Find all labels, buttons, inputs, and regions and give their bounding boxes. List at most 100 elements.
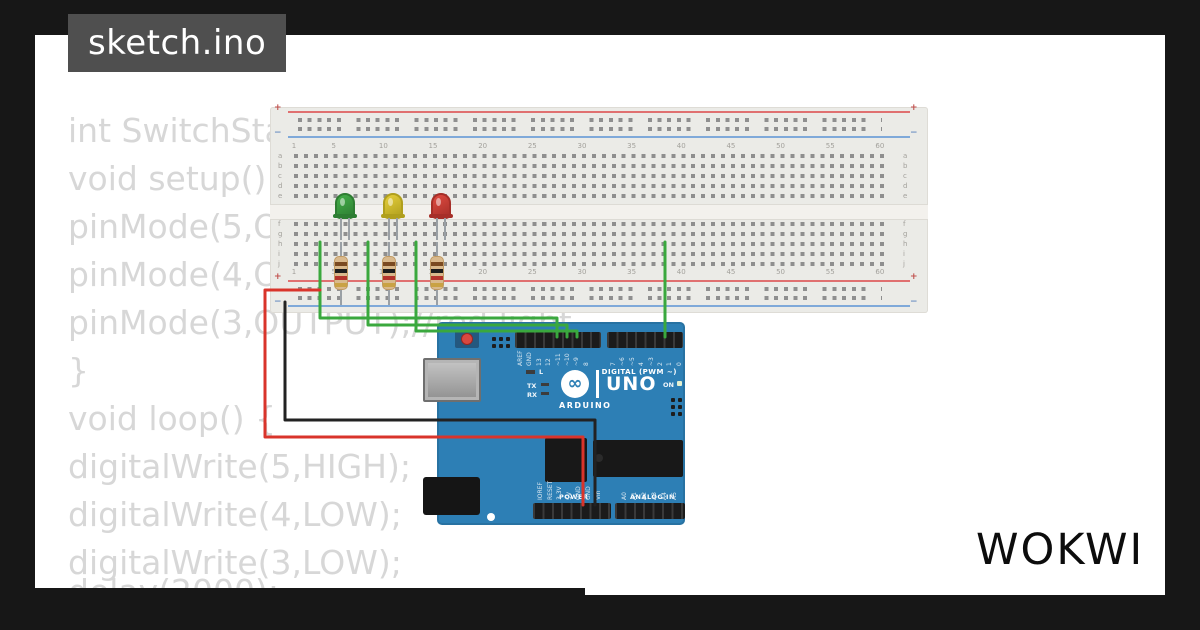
breadboard-rail-holes xyxy=(298,118,882,122)
icsp-pin xyxy=(678,412,682,416)
resistor-band xyxy=(431,276,443,280)
led-green[interactable] xyxy=(333,193,357,240)
breadboard-row-label: i xyxy=(903,250,905,258)
reset-button-cap xyxy=(461,333,473,345)
breadboard-row-label: h xyxy=(903,240,908,248)
led-red[interactable] xyxy=(429,193,453,240)
breadboard-row-label: c xyxy=(278,172,282,180)
led-leg xyxy=(444,217,446,240)
rail-minus-sign: − xyxy=(274,297,282,307)
resistor-lead xyxy=(388,242,390,257)
icsp-pin xyxy=(671,405,675,409)
code-line: digitalWrite(4,LOW); xyxy=(68,495,402,534)
resistor-3[interactable] xyxy=(430,242,444,305)
resistor-1[interactable] xyxy=(334,242,348,305)
analog-header-label: ANALOG IN xyxy=(630,493,675,501)
logo-divider xyxy=(596,370,599,398)
breadboard-column-label: 30 xyxy=(577,268,587,276)
ic-chip-small xyxy=(545,438,587,482)
breadboard-column-label: 40 xyxy=(676,268,686,276)
rail-minus-sign: − xyxy=(910,128,918,138)
resistor-lead xyxy=(436,242,438,257)
breadboard-column-label: 50 xyxy=(776,142,786,150)
resistor-lead xyxy=(340,290,342,305)
breadboard-column-label: 20 xyxy=(478,268,488,276)
breadboard-holes-row xyxy=(294,174,887,178)
usb-connector xyxy=(423,358,481,402)
wire-green-led-signal[interactable] xyxy=(318,240,559,339)
breadboard-column-label: 1 xyxy=(291,142,297,150)
analog-header[interactable] xyxy=(615,503,685,519)
breadboard-holes-row xyxy=(294,164,887,168)
resistor-band xyxy=(335,276,347,280)
atmega-chip xyxy=(593,440,683,477)
breadboard-column-label: 45 xyxy=(726,142,736,150)
icsp-pin xyxy=(506,337,510,341)
resistor-band xyxy=(383,283,395,287)
breadboard-row-label: g xyxy=(278,230,283,238)
board-model-label: UNO xyxy=(606,373,657,395)
power-on-indicator xyxy=(677,381,682,386)
breadboard-rail-holes xyxy=(298,296,882,300)
led-leg xyxy=(388,217,390,240)
positive-rail-line xyxy=(288,280,910,282)
code-line: pinMode(4,OU xyxy=(68,255,304,294)
breadboard-holes-row xyxy=(294,232,887,236)
breadboard-column-label: 25 xyxy=(527,268,537,276)
led-l-indicator xyxy=(526,370,535,374)
icsp-pin xyxy=(499,344,503,348)
resistor-band xyxy=(383,262,395,266)
breadboard-column-label: 15 xyxy=(428,142,438,150)
breadboard-row-label: e xyxy=(903,192,908,200)
breadboard-row-label: e xyxy=(278,192,283,200)
reset-button[interactable] xyxy=(455,330,479,348)
breadboard-column-label: 45 xyxy=(726,268,736,276)
breadboard-row-label: h xyxy=(278,240,283,248)
breadboard-holes-row xyxy=(294,154,887,158)
breadboard-row-label: f xyxy=(903,220,906,228)
breadboard-holes-row xyxy=(294,184,887,188)
code-line: int SwitchStat xyxy=(68,111,298,150)
resistor-band xyxy=(431,283,443,287)
breadboard-row-label: a xyxy=(278,152,283,160)
rail-plus-sign: + xyxy=(910,272,918,282)
resistor-body xyxy=(382,256,396,290)
resistor-band xyxy=(335,262,347,266)
led-leg xyxy=(436,217,438,240)
power-header[interactable] xyxy=(533,503,611,519)
breadboard-column-label: 5 xyxy=(331,268,335,276)
led-yellow[interactable] xyxy=(381,193,405,240)
resistor-body xyxy=(430,256,444,290)
wire-yellow-led-signal[interactable] xyxy=(366,240,569,339)
resistor-band xyxy=(383,276,395,280)
wires-layer xyxy=(263,240,667,507)
power-jack xyxy=(423,477,480,515)
breadboard-row-label: d xyxy=(278,182,283,190)
led-leg xyxy=(340,217,342,240)
icsp-pin xyxy=(678,398,682,402)
negative-rail-line xyxy=(288,136,910,138)
breadboard-row-label: j xyxy=(278,260,280,268)
rail-plus-sign: + xyxy=(910,103,918,113)
wokwi-logo: WOKWI xyxy=(976,525,1145,575)
breadboard-row-label: c xyxy=(903,172,907,180)
arduino-infinity-logo: ∞ xyxy=(561,370,589,398)
arduino-board[interactable]: DIGITAL (PWM ~) ∞ UNO ARDUINO L TX RX ON… xyxy=(423,322,685,525)
resistor-lead xyxy=(436,290,438,305)
icsp-pin xyxy=(678,405,682,409)
positive-rail-line xyxy=(288,111,910,113)
breadboard-column-label: 60 xyxy=(875,142,885,150)
wire-ground[interactable] xyxy=(283,300,597,507)
breadboard-column-label: 20 xyxy=(478,142,488,150)
mounting-hole xyxy=(487,513,495,521)
wire-red-led-signal[interactable] xyxy=(414,240,579,339)
breadboard-holes-row xyxy=(294,252,887,256)
digital-header-left[interactable] xyxy=(515,332,601,348)
resistor-2[interactable] xyxy=(382,242,396,305)
led-shine xyxy=(436,198,441,206)
icsp-pin xyxy=(492,337,496,341)
wire-power-5v[interactable] xyxy=(263,288,585,507)
breadboard-row-label: f xyxy=(278,220,281,228)
power-on-label: ON xyxy=(663,381,674,389)
rail-minus-sign: − xyxy=(910,297,918,307)
